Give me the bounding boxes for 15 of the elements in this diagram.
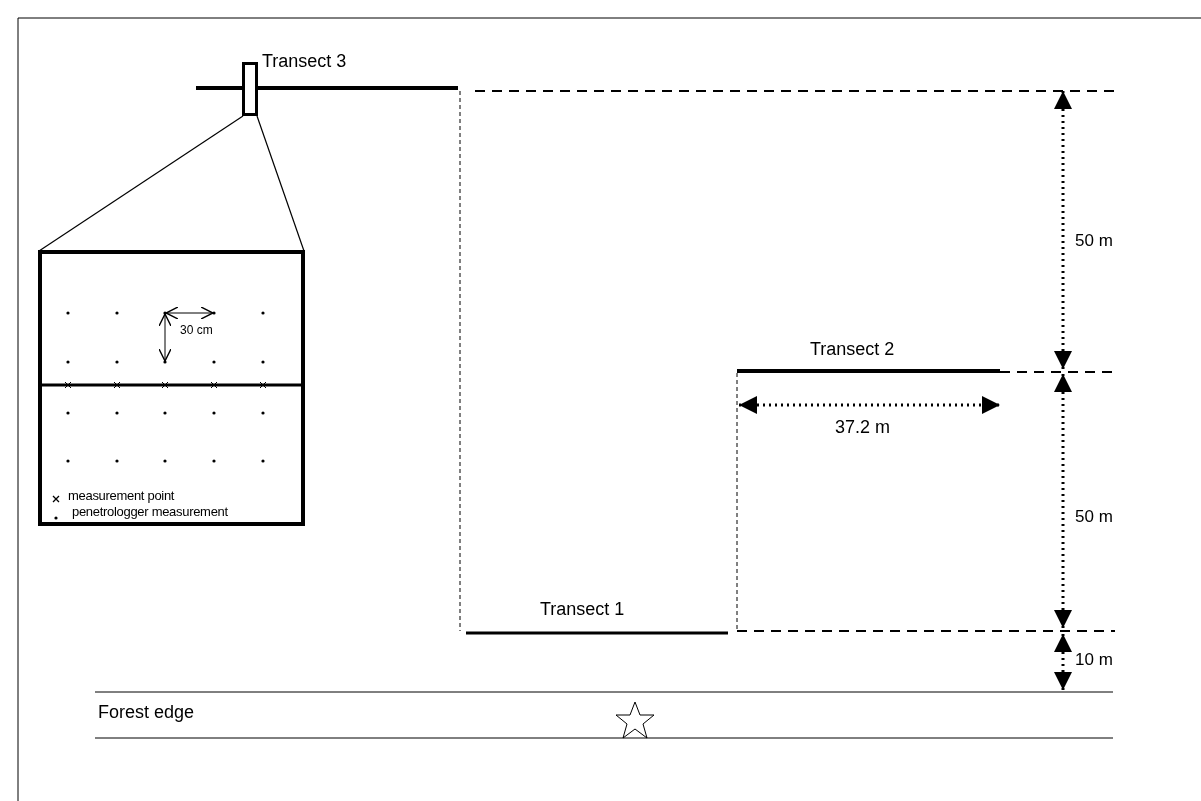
- dimension-label: 30 cm: [180, 324, 213, 338]
- transect-label: Transect 1: [540, 600, 625, 620]
- dimension-label: 37.2 m: [835, 418, 891, 438]
- leader-line: [256, 115, 305, 252]
- leader-line: [38, 115, 244, 252]
- dimension-label: 50 m: [1075, 508, 1113, 527]
- dimension-label: 10 m: [1075, 651, 1113, 670]
- transect-label: Transect 2: [810, 340, 895, 360]
- transect-label: Transect 3: [262, 52, 347, 72]
- region-label: Forest edge: [98, 703, 195, 723]
- dimension-label: 50 m: [1075, 232, 1113, 251]
- legend-text: penetrologger measurement: [72, 505, 228, 520]
- legend-text: measurement point: [68, 489, 175, 504]
- plot-detail-box: [38, 250, 305, 526]
- sample-plot-box: [242, 62, 258, 116]
